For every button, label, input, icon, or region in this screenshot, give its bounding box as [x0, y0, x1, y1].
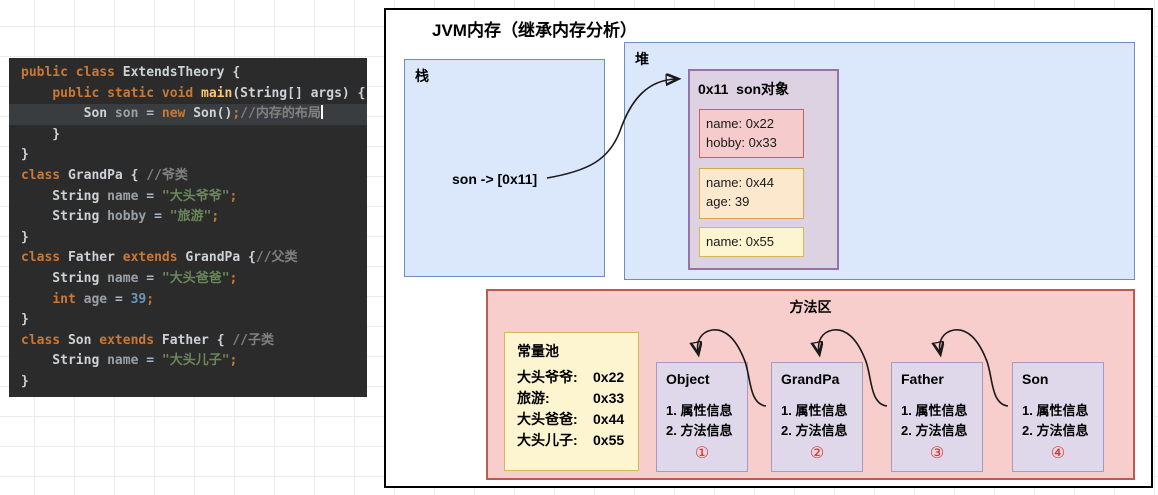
pool-key: 大头爷爷: — [517, 369, 578, 385]
constant-pool-title: 常量池 — [517, 343, 559, 359]
class-name: Son — [1022, 371, 1049, 387]
son-object-title: 0x11 son对象 — [698, 81, 790, 97]
class-items: 1. 属性信息 2. 方法信息 — [1013, 401, 1103, 441]
circled-number: ③ — [929, 445, 945, 462]
code-line[interactable]: public class ExtendsTheory { — [21, 65, 241, 80]
code-line[interactable]: } — [21, 229, 29, 245]
code-line[interactable]: class Father extends GrandPa {//父类 — [21, 250, 298, 266]
pool-value: 0x33 — [593, 390, 625, 406]
text-cursor — [320, 105, 323, 120]
jvm-memory-panel: JVM内存（继承内存分析） 栈 son -> [0x11] 堆 0x11 son… — [384, 8, 1153, 488]
field-line: age: 39 — [706, 194, 750, 209]
code-line[interactable]: class GrandPa { //爷类 — [21, 167, 188, 183]
class-item: 2. 方法信息 — [781, 423, 848, 438]
class-box-object: Object 1. 属性信息 2. 方法信息 ① — [656, 362, 748, 472]
code-line[interactable]: String name = "大头爷爷"; — [21, 188, 238, 204]
class-item: 2. 方法信息 — [1022, 423, 1089, 438]
class-box-grandpa: GrandPa 1. 属性信息 2. 方法信息 ② — [771, 362, 863, 472]
class-item: 1. 属性信息 — [781, 403, 848, 418]
heap-label: 堆 — [635, 51, 649, 67]
stack-label: 栈 — [415, 68, 429, 84]
circled-number: ④ — [1050, 445, 1066, 462]
class-items: 1. 属性信息 2. 方法信息 — [772, 401, 862, 441]
pool-value: 0x55 — [593, 432, 625, 448]
class-item: 2. 方法信息 — [901, 423, 968, 438]
class-item: 1. 属性信息 — [1022, 403, 1089, 418]
pool-key: 大头儿子: — [517, 432, 578, 448]
class-box-son: Son 1. 属性信息 2. 方法信息 ④ — [1012, 362, 1104, 472]
pool-row: 大头爷爷: 0x22 — [505, 367, 638, 388]
code-line[interactable]: } — [21, 312, 29, 328]
code-line[interactable]: public static void main(String[] args) { — [52, 85, 366, 101]
class-items: 1. 属性信息 2. 方法信息 — [892, 401, 982, 441]
code-line[interactable]: } — [21, 147, 29, 163]
method-area-box: 方法区 常量池 大头爷爷: 0x22 旅游: 0x33 大头爸爸: 0x44 大… — [486, 289, 1135, 480]
code-line[interactable]: class Son extends Father { //子类 — [21, 332, 275, 348]
field-line: name: 0x55 — [706, 234, 774, 249]
field-group-father: name: 0x44 age: 39 — [699, 168, 804, 219]
method-area-label: 方法区 — [789, 299, 832, 315]
pool-row: 大头儿子: 0x55 — [505, 430, 638, 451]
field-group-son: name: 0x55 — [699, 227, 804, 257]
code-line[interactable]: } — [21, 373, 29, 389]
field-line: hobby: 0x33 — [706, 135, 777, 150]
class-item: 2. 方法信息 — [666, 423, 733, 438]
code-line[interactable]: Son son = new Son();//内存的布局 — [9, 104, 367, 125]
code-line[interactable]: String name = "大头儿子"; — [21, 353, 238, 369]
field-group-grandpa: name: 0x22 hobby: 0x33 — [699, 109, 804, 158]
class-name: GrandPa — [781, 371, 840, 387]
panel-title: JVM内存（继承内存分析） — [432, 21, 637, 40]
code-line[interactable]: String hobby = "旅游"; — [21, 209, 220, 225]
field-line: name: 0x22 — [706, 116, 774, 131]
class-box-father: Father 1. 属性信息 2. 方法信息 ③ — [891, 362, 983, 472]
class-item: 1. 属性信息 — [901, 403, 968, 418]
class-name: Father — [901, 371, 944, 387]
class-item: 1. 属性信息 — [666, 403, 733, 418]
field-line: name: 0x44 — [706, 175, 774, 190]
pool-value: 0x22 — [593, 369, 625, 385]
pool-row: 旅游: 0x33 — [505, 388, 638, 409]
pool-row: 大头爸爸: 0x44 — [505, 409, 638, 430]
code-line[interactable]: String name = "大头爸爸"; — [21, 270, 238, 286]
code-line[interactable]: int age = 39; — [52, 291, 155, 307]
code-editor[interactable]: public class ExtendsTheory { public stat… — [9, 58, 367, 397]
code-line[interactable]: } — [21, 126, 61, 142]
circled-number: ① — [694, 445, 710, 462]
circled-number: ② — [809, 445, 825, 462]
stack-pointer-text: son -> [0x11] — [452, 171, 538, 187]
constant-pool-box: 常量池 大头爷爷: 0x22 旅游: 0x33 大头爸爸: 0x44 大头儿子:… — [504, 332, 639, 471]
class-name: Object — [666, 371, 710, 387]
class-items: 1. 属性信息 2. 方法信息 — [657, 401, 747, 441]
pool-key: 旅游: — [517, 390, 550, 406]
pool-key: 大头爸爸: — [517, 411, 578, 427]
son-object-box: 0x11 son对象 name: 0x22 hobby: 0x33 name: … — [688, 69, 839, 270]
stack-box: 栈 — [404, 59, 605, 277]
pool-value: 0x44 — [593, 411, 625, 427]
